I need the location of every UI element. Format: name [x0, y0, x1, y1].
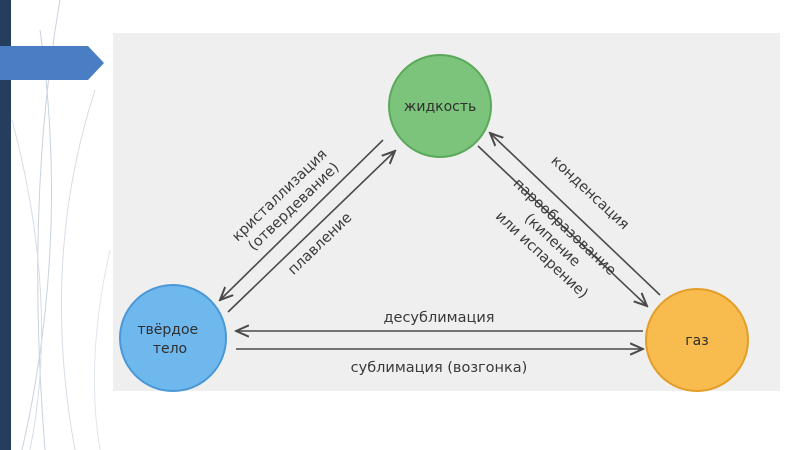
solid-label-line: тело — [153, 341, 187, 357]
left-sidebar-stripe — [0, 0, 11, 450]
state-node-solid: твёрдое тело — [119, 284, 227, 392]
solid-circle-outline — [119, 284, 227, 392]
arrow-vaporization — [477, 145, 647, 306]
sublimation-label: сублимация (возгонка) — [351, 360, 528, 376]
solid-circle — [120, 285, 226, 391]
state-node-liquid: жидкость — [388, 54, 492, 158]
liquid-circle — [389, 55, 491, 157]
desublimation-label: десублимация — [384, 310, 495, 326]
arrow-group — [220, 133, 661, 349]
decorative-curve — [93, 249, 111, 450]
slide-accent-arrow — [0, 46, 104, 80]
state-node-gas: газ — [645, 288, 749, 392]
gas-label: газ — [685, 333, 708, 349]
liquid-label: жидкость — [404, 99, 477, 115]
arrow-crystallization — [220, 139, 384, 300]
vaporization-line: парообразование — [510, 176, 619, 279]
solid-label-line: твёрдое — [137, 322, 198, 338]
decorative-curve — [11, 119, 43, 450]
gas-circle — [646, 289, 748, 391]
liquid-circle-outline — [388, 54, 492, 158]
solid-label: твёрдое тело — [137, 322, 202, 357]
decorative-curve — [60, 89, 96, 450]
gas-circle-outline — [645, 288, 749, 392]
arrow-melting — [227, 151, 395, 313]
decorative-curve — [21, 29, 53, 450]
label-melting: плавление — [285, 210, 355, 279]
arrow-condensation — [490, 133, 661, 296]
melting-label: плавление — [285, 210, 355, 279]
